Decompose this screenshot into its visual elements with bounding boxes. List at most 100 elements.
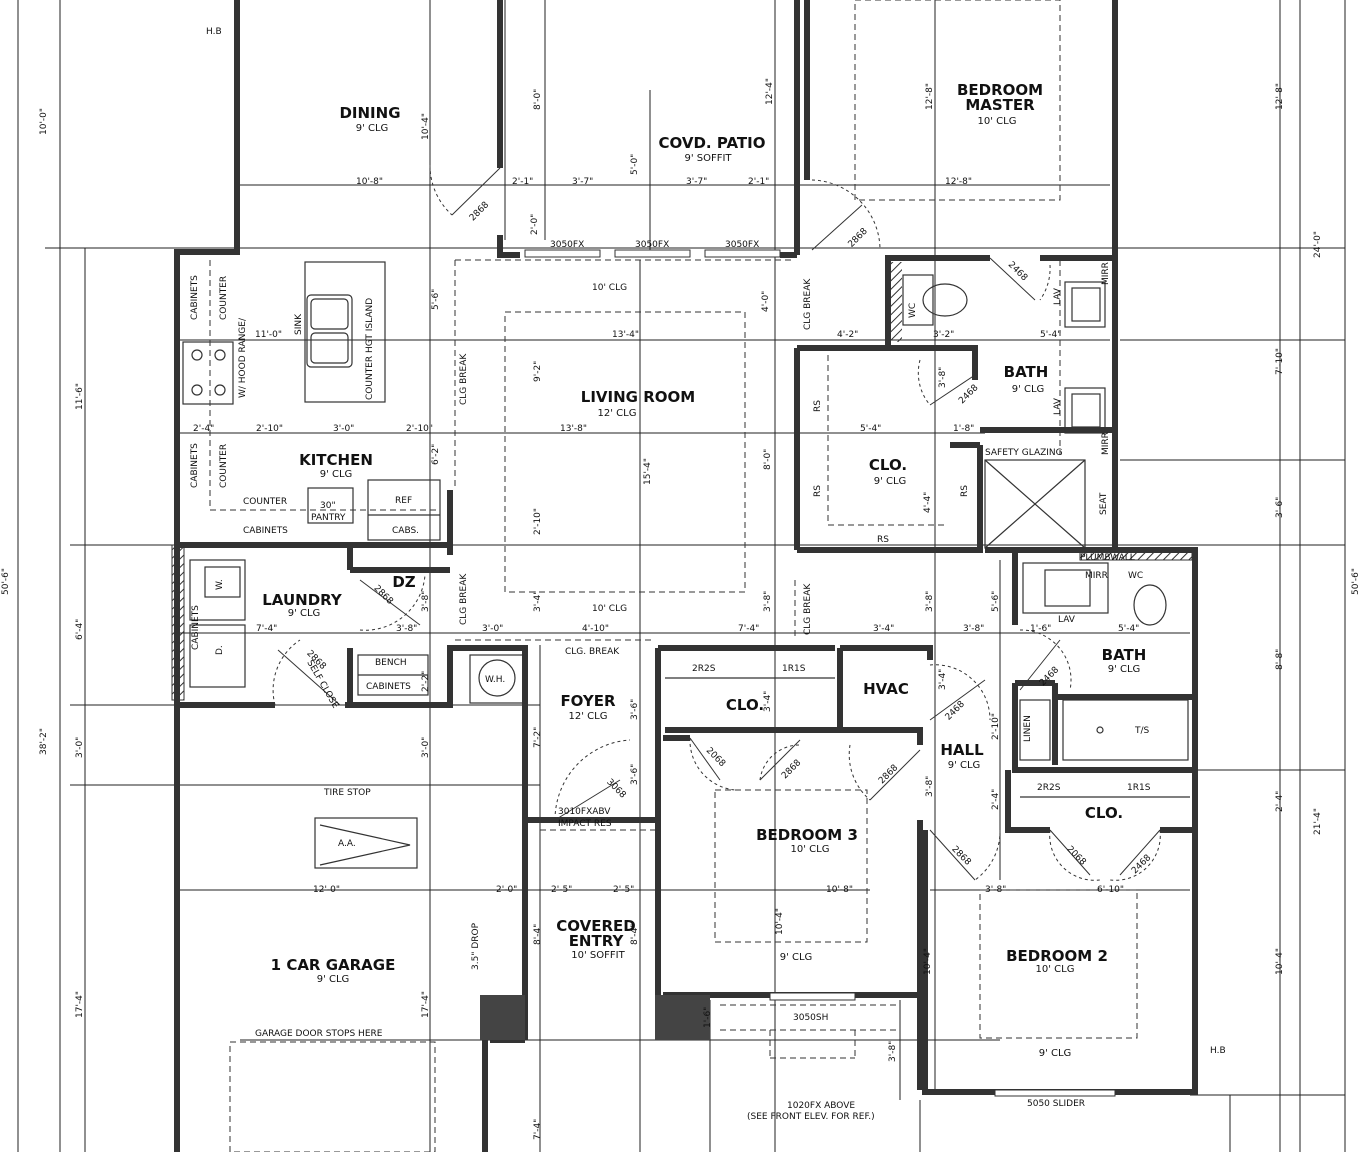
dim-10-8-dining: 10'-8" bbox=[356, 177, 383, 187]
sink bbox=[306, 294, 353, 368]
ceiling-master-clo: 9' CLG bbox=[874, 476, 907, 487]
dim-2-10-c: 2'-10" bbox=[533, 508, 543, 535]
door-2868-master: 2868 bbox=[847, 226, 870, 249]
dim-3-6-a: 3'-6" bbox=[630, 699, 640, 720]
dim-8-0-living: 8'-0" bbox=[763, 449, 773, 470]
dim-left-38-2: 38'-2" bbox=[39, 728, 49, 755]
car-stop bbox=[314, 817, 418, 869]
door-2068-bed3: 2068 bbox=[704, 746, 727, 769]
bath2-toilet bbox=[1133, 584, 1167, 626]
dim-left-3-0: 3'-0" bbox=[75, 737, 85, 758]
room-entry: COVERED bbox=[556, 917, 635, 935]
dim-right-10-4: 10'-4" bbox=[1275, 948, 1285, 975]
dim-12-0: 12'-0" bbox=[313, 885, 340, 895]
dim-right-24-0: 24'-0" bbox=[1313, 231, 1323, 258]
dim-7-2: 7'-2" bbox=[533, 727, 543, 748]
dim-3-8-a: 3'-8" bbox=[938, 367, 948, 388]
see-front: (SEE FRONT ELEV. FOR REF.) bbox=[747, 1112, 875, 1122]
clg-break-dot: CLG. BREAK bbox=[565, 647, 620, 657]
dim-3-0-a: 3'-0" bbox=[333, 424, 354, 434]
clg-break-3: CLG BREAK bbox=[803, 278, 813, 330]
dim-6-10: 6'-10" bbox=[1097, 885, 1124, 895]
laundry-wall-hatch bbox=[171, 544, 185, 701]
dim-3-4-b: 3'-4" bbox=[873, 624, 894, 634]
dim-left-10-0: 10'-0" bbox=[39, 108, 49, 135]
shower bbox=[984, 459, 1086, 549]
ceiling-laundry: 9' CLG bbox=[288, 608, 321, 619]
dim-right-7-10: 7'-10" bbox=[1275, 348, 1285, 375]
door-swings bbox=[272, 164, 1161, 881]
dim-8-4-a: 8'-4" bbox=[533, 924, 543, 945]
drop-label: 3.5" DROP bbox=[471, 922, 481, 970]
dim-left-11-6: 11'-6" bbox=[75, 383, 85, 410]
solid-wall-blocks bbox=[480, 262, 902, 1040]
cabinets-laundry: CABINETS bbox=[191, 605, 201, 650]
dim-9-2: 9'-2" bbox=[533, 361, 543, 382]
dim-2-10-d: 2'-10" bbox=[991, 713, 1001, 740]
dim-5-0-patio: 5'-0" bbox=[630, 154, 640, 175]
room-master-bath: BATH bbox=[1004, 363, 1049, 381]
room-bath2: BATH bbox=[1102, 646, 1147, 664]
pantry-size: 30" bbox=[320, 501, 336, 511]
dim-4-2: 4'-2" bbox=[837, 330, 858, 340]
dim-2-5-b: 2'-5" bbox=[613, 885, 634, 895]
dim-right-3-6: 3'-6" bbox=[1275, 497, 1285, 518]
dim-2-2: 2'-2" bbox=[421, 671, 431, 692]
dim-5-6-b: 5'-6" bbox=[991, 591, 1001, 612]
dim-2-0-patio: 2'-0" bbox=[530, 214, 540, 235]
plumbwall-hatch bbox=[1079, 549, 1193, 561]
washer bbox=[189, 559, 246, 621]
ceiling-living: 12' CLG bbox=[598, 408, 637, 419]
dim-5-4-c: 5'-4" bbox=[1118, 624, 1139, 634]
door-2468-closet: 2468 bbox=[957, 383, 980, 406]
dim-15-4: 15'-4" bbox=[643, 458, 653, 485]
door-3068: 3068 bbox=[604, 777, 627, 800]
pantry bbox=[307, 487, 354, 524]
room-garage: 1 CAR GARAGE bbox=[271, 956, 396, 974]
dim-3-4-c: 3'-4" bbox=[763, 691, 773, 712]
dim-8-0-patio: 8'-0" bbox=[533, 89, 543, 110]
dim-2-5-a: 2'-5" bbox=[551, 885, 572, 895]
dim-5-4-a: 5'-4" bbox=[1040, 330, 1061, 340]
dim-7-4-c: 7'-4" bbox=[533, 1119, 543, 1140]
cabinets-bench: CABINETS bbox=[366, 682, 411, 692]
dim-12-4-patio: 12'-4" bbox=[765, 78, 775, 105]
room-kitchen: KITCHEN bbox=[299, 451, 373, 469]
dim-left-6-4: 6'-4" bbox=[75, 619, 85, 640]
dim-4-0: 4'-0" bbox=[761, 291, 771, 312]
room-labels: DINING 9' CLG COVD. PATIO 9' SOFFIT BEDR… bbox=[262, 81, 1146, 1059]
master-lav-2 bbox=[1064, 387, 1106, 434]
dim-17-4: 17'-4" bbox=[421, 991, 431, 1018]
garage-door-label: GARAGE DOOR STOPS HERE bbox=[255, 1029, 383, 1039]
water-heater bbox=[478, 659, 516, 697]
dim-3-8-c: 3'-8" bbox=[763, 591, 773, 612]
door-2468-master-wc: 2468 bbox=[1006, 260, 1029, 283]
range bbox=[182, 341, 234, 405]
mirr-2: MIRR bbox=[1101, 432, 1111, 455]
dim-13-8: 13'-8" bbox=[560, 424, 587, 434]
cabinets-3: CABINETS bbox=[243, 526, 288, 536]
bench-label: BENCH bbox=[375, 658, 407, 668]
counter-3: COUNTER bbox=[243, 497, 287, 507]
ceiling-bed3-b: 9' CLG bbox=[780, 952, 813, 963]
room-master-clo: CLO. bbox=[869, 456, 907, 474]
dim-8-4-b: 8'-4" bbox=[630, 924, 640, 945]
counter-2: COUNTER bbox=[219, 444, 229, 488]
cabs-label: CABS. bbox=[392, 526, 419, 536]
linen bbox=[1019, 699, 1051, 761]
dim-12-8-master-v: 12'-8" bbox=[925, 83, 935, 110]
rs-1: RS bbox=[813, 400, 823, 412]
dim-10-4-bed3: 10'-4" bbox=[775, 908, 785, 935]
window-3050fx-3: 3050FX bbox=[725, 240, 759, 250]
tub bbox=[1062, 699, 1189, 761]
ceiling-foyer: 12' CLG bbox=[569, 711, 608, 722]
wc-bath2: WC bbox=[1128, 571, 1143, 581]
dim-right-50-6: 50'-6" bbox=[1351, 568, 1361, 595]
dim-7-4-a: 7'-4" bbox=[256, 624, 277, 634]
counter-1: COUNTER bbox=[219, 276, 229, 320]
ts-label: T/S bbox=[1134, 726, 1150, 736]
refrigerator bbox=[367, 479, 441, 541]
ceiling-dining: 9' CLG bbox=[356, 123, 389, 134]
dim-3-4-a: 3'-4" bbox=[533, 591, 543, 612]
dim-2-1-a: 2'-1" bbox=[512, 177, 533, 187]
